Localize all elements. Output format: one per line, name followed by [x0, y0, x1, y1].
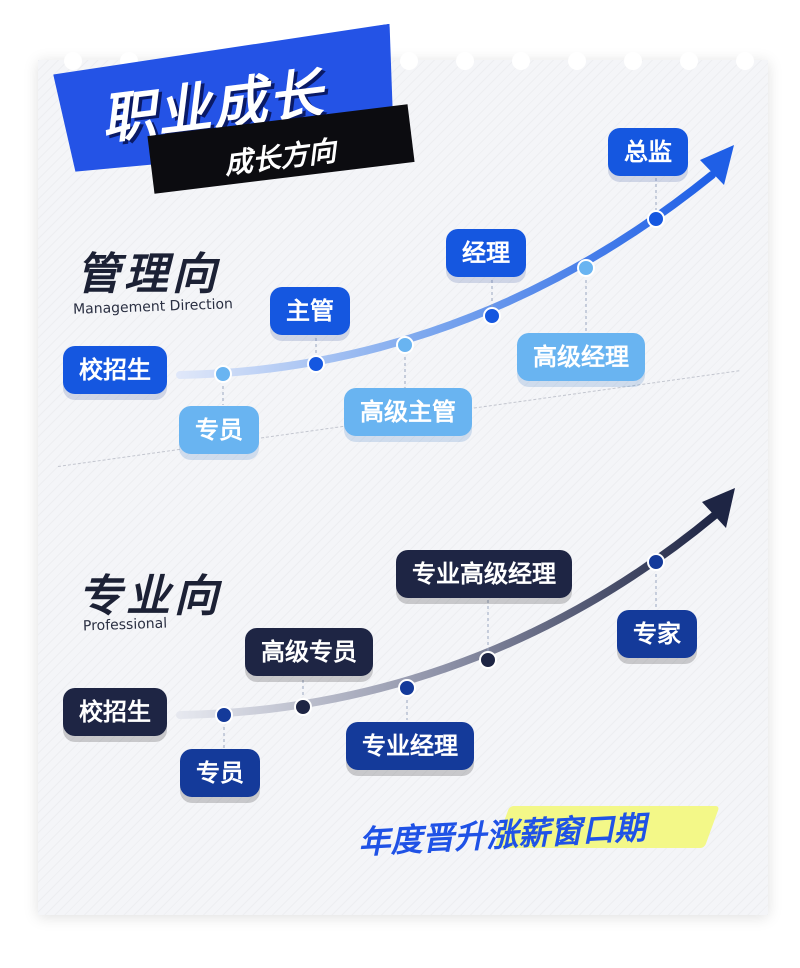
management-title: 管理向: [76, 249, 220, 300]
paper-hole: [64, 52, 82, 70]
node-senior-supervisor: 高级主管: [344, 388, 472, 436]
professional-title: 专业向: [78, 571, 222, 622]
curve-node: [398, 679, 416, 697]
curve-node: [483, 307, 501, 325]
curve-node: [577, 259, 595, 277]
curve-node: [479, 651, 497, 669]
node-expert: 专家: [617, 610, 697, 658]
node-professional-senior-manager: 专业高级经理: [396, 550, 572, 598]
curve-node: [294, 698, 312, 716]
curve-node: [647, 553, 665, 571]
node-specialist: 专员: [179, 406, 259, 454]
curve-node: [214, 365, 232, 383]
curve-node: [647, 210, 665, 228]
node-campus-hire: 校招生: [63, 346, 167, 394]
node-director: 总监: [608, 128, 688, 176]
curve-node: [307, 355, 325, 373]
arrow-icon: [700, 145, 734, 185]
arrow-icon: [702, 488, 735, 528]
node-supervisor: 主管: [270, 287, 350, 335]
footer-text: 年度晋升涨薪窗口期: [357, 808, 647, 862]
paper-hole: [680, 52, 698, 70]
paper-hole: [568, 52, 586, 70]
curve-node: [396, 336, 414, 354]
management-curve: [176, 171, 716, 379]
paper-card: [38, 52, 768, 915]
curve-node: [215, 706, 233, 724]
node-specialist-pro: 专员: [180, 749, 260, 797]
paper-hole: [456, 52, 474, 70]
paper-hole: [736, 52, 754, 70]
node-manager: 经理: [446, 229, 526, 277]
node-campus-hire-pro: 校招生: [63, 688, 167, 736]
node-senior-manager: 高级经理: [517, 333, 645, 381]
paper-hole: [512, 52, 530, 70]
node-senior-specialist: 高级专员: [245, 628, 373, 676]
professional-curve: [176, 511, 719, 719]
footer-tagline: 年度晋升涨薪窗口期: [352, 800, 732, 870]
paper-hole: [624, 52, 642, 70]
paper-hole: [400, 52, 418, 70]
node-professional-manager: 专业经理: [346, 722, 474, 770]
